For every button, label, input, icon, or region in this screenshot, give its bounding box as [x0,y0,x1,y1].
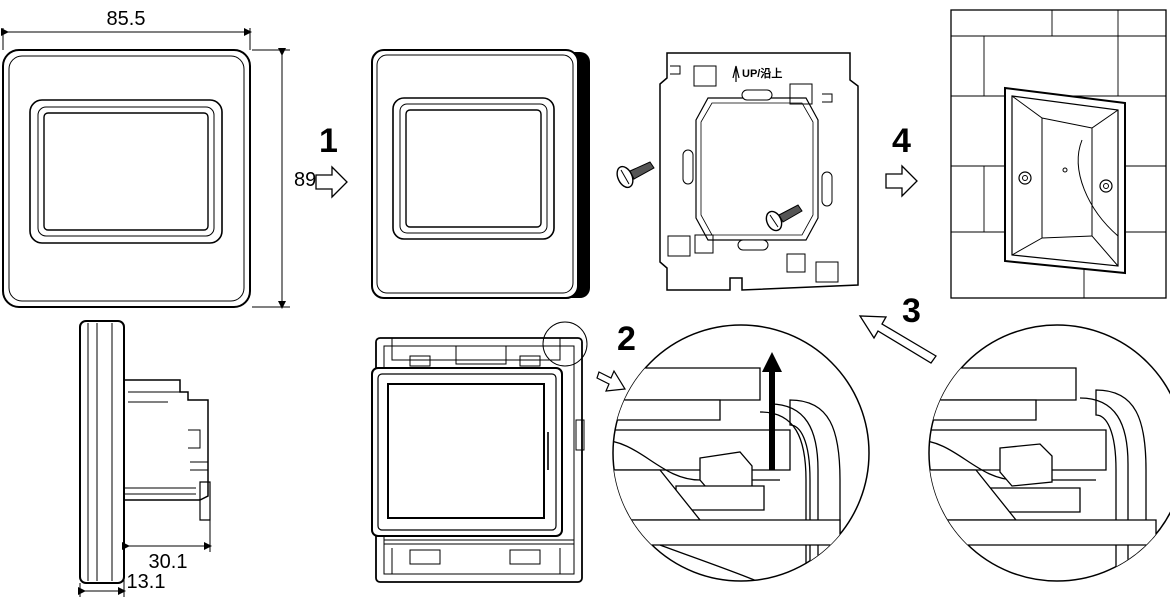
depth-total-label: 30.1 [149,551,188,573]
step-1-arrow-icon [315,165,348,199]
step-2-number: 2 [617,320,636,358]
step-4-arrow-icon [885,164,918,198]
screw-left [616,161,655,189]
front-view [2,49,251,308]
step-2-arrow-icon [596,369,627,392]
width-label: 85.5 [107,8,146,30]
width-dimension: 85.5 [1,8,252,50]
height-label: 89 [294,169,316,191]
side-view [79,320,211,584]
step-3-number: 3 [902,292,921,330]
screw-right [765,204,803,232]
mounting-plate: UP/沿上 [659,52,859,291]
plate-orientation-label: UP/沿上 [742,66,782,80]
depth-front-label: 13.1 [127,571,166,593]
step-1-number: 1 [319,122,338,160]
depth-dimensions: 30.1 13.1 [78,500,212,597]
detail-clip-release [612,324,870,582]
detail-clip-engaged [928,324,1170,582]
step-3-arrow-icon [858,315,937,364]
panel-back-view [371,321,588,583]
panel-front-view [371,49,590,299]
height-dimension: 89 [252,48,316,309]
wall-box-view [950,9,1167,299]
up-arrow-icon [732,65,740,82]
step-4-number: 4 [892,122,911,160]
lift-arrow-icon [762,352,782,372]
